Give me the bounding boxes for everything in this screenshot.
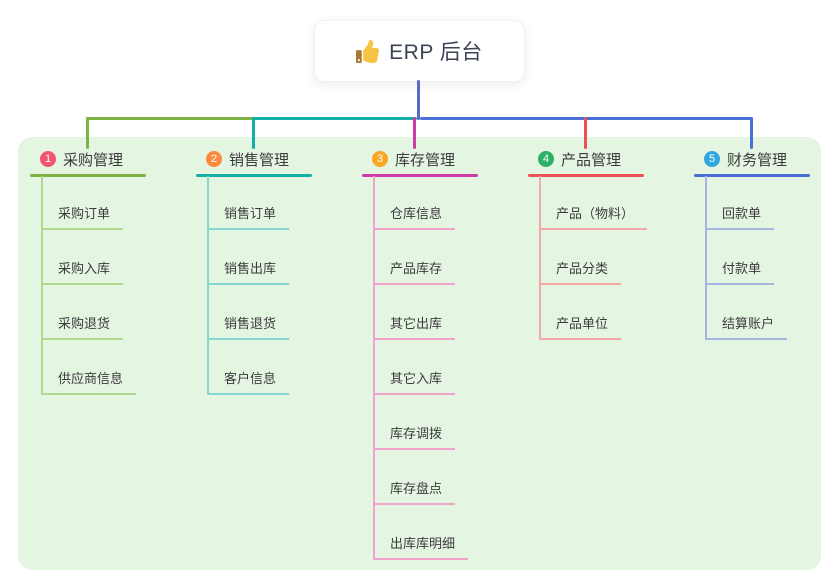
branch-3-child-label: 库存调拨 [373,424,456,450]
branch-1-child-node[interactable]: 供应商信息 [41,369,137,395]
branch-2-node[interactable]: 2 销售管理 [206,149,289,169]
branch-3: 3 库存管理仓库信息产品库存其它出库其它入库库存调拨库存盘点出库库明细 [362,0,528,588]
branch-2-number-badge: 2 [206,151,222,167]
branch-1-underline [30,174,146,177]
branch-3-child-label: 其它出库 [373,314,456,340]
branch-4: 4 产品管理产品（物料） 产品分类产品单位 [528,0,694,588]
trunk-segment-teal [252,117,417,120]
root-node-erp-backend[interactable]: ERP 后台 [314,20,525,82]
branch-4-child-label: 产品（物料） [539,204,648,230]
branch-2-child-label: 销售订单 [207,204,290,230]
branch-3-underline [362,174,478,177]
branch-1-child-node[interactable]: 采购订单 [41,204,124,230]
branch-2-child-node[interactable]: 销售订单 [207,204,290,230]
branch-3-drop-line [413,117,416,149]
branch-5-drop-line [750,117,753,149]
branch-3-child-node[interactable]: 库存盘点 [373,479,456,505]
branch-2: 2 销售管理销售订单销售出库销售退货客户信息 [196,0,362,588]
branch-4-node[interactable]: 4 产品管理 [538,149,621,169]
branch-3-node[interactable]: 3 库存管理 [372,149,455,169]
trunk-segment-green [86,117,254,120]
branch-3-child-node[interactable]: 其它出库 [373,314,456,340]
branch-4-label: 产品管理 [561,151,622,169]
branch-2-underline [196,174,312,177]
branch-5-underline [694,174,810,177]
branch-5: 5 财务管理回款单付款单结算账户 [694,0,839,588]
branch-1-label: 采购管理 [63,151,124,169]
branch-5-child-label: 结算账户 [705,314,788,340]
branch-3-child-node[interactable]: 仓库信息 [373,204,456,230]
branch-5-label: 财务管理 [727,151,788,169]
branch-4-child-connector-line [539,176,541,340]
branch-1-child-label: 采购订单 [41,204,124,230]
branch-1-child-node[interactable]: 采购入库 [41,259,124,285]
branch-1-node[interactable]: 1 采购管理 [40,149,123,169]
branch-2-child-node[interactable]: 客户信息 [207,369,290,395]
branch-2-child-node[interactable]: 销售出库 [207,259,290,285]
mindmap-panel [18,137,821,570]
branch-1-number-badge: 1 [40,151,56,167]
branch-5-node[interactable]: 5 财务管理 [704,149,787,169]
root-node-title: ERP 后台 [389,41,483,64]
branch-1-child-connector-line [41,176,43,395]
branch-4-child-label: 产品分类 [539,259,622,285]
thumbs-up-icon [356,39,380,63]
branch-5-child-node[interactable]: 付款单 [705,259,775,285]
branch-4-child-node[interactable]: 产品分类 [539,259,622,285]
branch-3-child-connector-line [373,176,375,560]
branch-1-child-label: 采购退货 [41,314,124,340]
branch-5-child-label: 回款单 [705,204,775,230]
branch-1-child-node[interactable]: 采购退货 [41,314,124,340]
branch-4-number-badge: 4 [538,151,554,167]
branch-1: 1 采购管理采购订单采购入库采购退货供应商信息 [30,0,196,588]
branch-2-drop-line [252,117,255,149]
branch-1-drop-line [86,117,89,149]
branch-3-number-badge: 3 [372,151,388,167]
branch-3-child-node[interactable]: 库存调拨 [373,424,456,450]
branch-2-child-node[interactable]: 销售退货 [207,314,290,340]
branch-5-number-badge: 5 [704,151,720,167]
branch-5-child-connector-line [705,176,707,340]
branch-2-child-label: 销售退货 [207,314,290,340]
branch-2-label: 销售管理 [229,151,290,169]
branch-4-child-node[interactable]: 产品（物料） [539,204,648,230]
branch-4-drop-line [584,117,587,149]
branch-4-child-node[interactable]: 产品单位 [539,314,622,340]
branch-5-child-node[interactable]: 结算账户 [705,314,788,340]
branch-4-child-label: 产品单位 [539,314,622,340]
branch-3-child-label: 库存盘点 [373,479,456,505]
branch-4-underline [528,174,644,177]
branch-3-child-label: 产品库存 [373,259,456,285]
branch-3-child-label: 仓库信息 [373,204,456,230]
branch-3-child-node[interactable]: 其它入库 [373,369,456,395]
branch-3-child-node[interactable]: 出库库明细 [373,534,469,560]
branch-3-child-node[interactable]: 产品库存 [373,259,456,285]
branch-1-child-label: 供应商信息 [41,369,137,395]
branch-2-child-label: 客户信息 [207,369,290,395]
branch-3-child-label: 出库库明细 [373,534,469,560]
root-vertical-line [417,80,420,120]
branch-3-child-label: 其它入库 [373,369,456,395]
branch-5-child-label: 付款单 [705,259,775,285]
branch-3-label: 库存管理 [395,151,456,169]
branch-1-child-label: 采购入库 [41,259,124,285]
branch-2-child-connector-line [207,176,209,395]
branch-5-child-node[interactable]: 回款单 [705,204,775,230]
branch-2-child-label: 销售出库 [207,259,290,285]
